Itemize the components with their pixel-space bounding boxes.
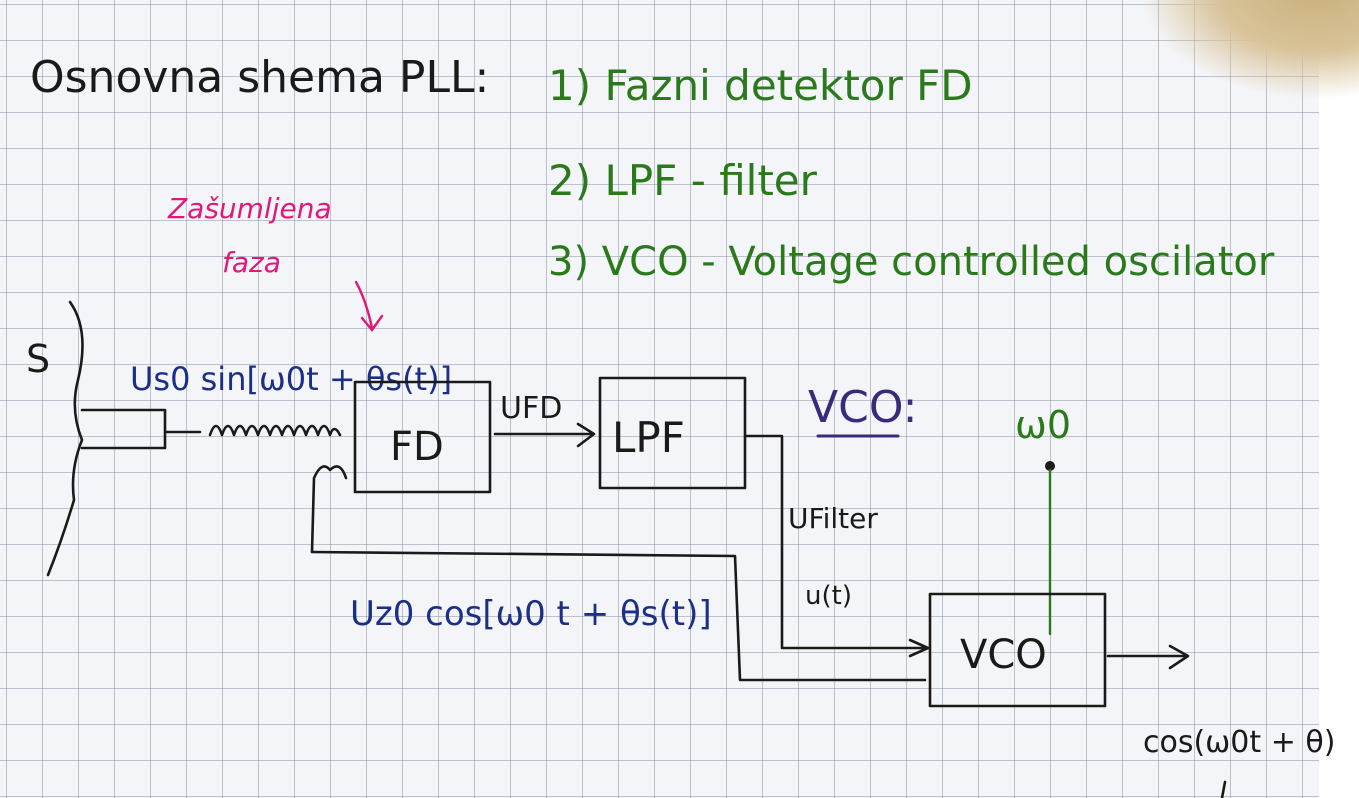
annotation-line-1: Zašumljena xyxy=(167,192,332,225)
annotation-arrow xyxy=(354,280,384,332)
lpf-block xyxy=(598,376,747,490)
vco-heading: VCO: xyxy=(808,382,918,433)
vco-block xyxy=(928,592,1107,708)
lpf-label: LPF xyxy=(612,413,685,462)
feedback-signal-label: Uz0 cos[ω0 t + θs(t)] xyxy=(350,594,712,634)
u-fd-label: UFD xyxy=(500,391,562,426)
s-label: S xyxy=(26,337,50,381)
noise-squiggle xyxy=(208,424,342,437)
fd-feedback-loop xyxy=(310,465,348,554)
u-filter-label: UFilter xyxy=(788,502,878,535)
omega-node-label: ω0 xyxy=(1015,403,1071,447)
fd-label: FD xyxy=(390,424,444,470)
omega-node-dot xyxy=(1045,461,1055,471)
u-t-label: u(t) xyxy=(805,581,852,611)
list-item-1: 1) Fazni detektor FD xyxy=(548,61,973,110)
vco-output-arrow xyxy=(1106,644,1190,670)
lpf-to-vco-wire xyxy=(743,434,930,658)
feedback-path xyxy=(310,550,927,682)
output-tick xyxy=(1220,780,1227,798)
title-text: Osnovna shema PLL: xyxy=(30,52,489,103)
source-brace xyxy=(46,300,84,577)
page-corner-shadow xyxy=(1139,0,1359,100)
fd-to-lpf-arrow xyxy=(493,422,596,448)
input-signal-label: Us0 sin[ω0t + θs(t)] xyxy=(130,360,452,398)
list-item-3: 3) VCO - Voltage controlled oscilator xyxy=(548,239,1275,285)
fd-block xyxy=(353,380,492,494)
list-item-2: 2) LPF - filter xyxy=(548,156,818,205)
pll-diagram: Osnovna shema PLL: 1) Fazni detektor FD … xyxy=(26,52,1335,798)
output-signal-label: cos(ω0t + θ) xyxy=(1143,725,1335,760)
vco-label: VCO xyxy=(960,632,1047,678)
input-connector xyxy=(80,408,202,450)
annotation-line-2: faza xyxy=(222,246,281,279)
